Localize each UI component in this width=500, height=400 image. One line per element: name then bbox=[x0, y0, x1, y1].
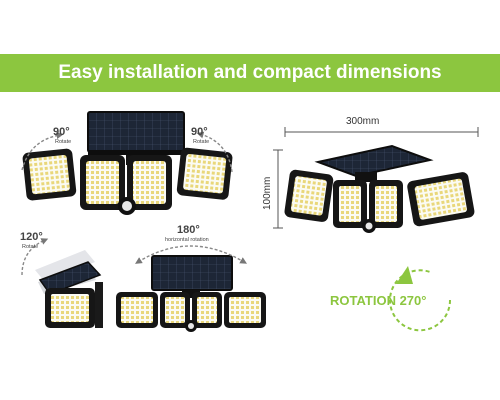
right-rotate-angle: 90° bbox=[191, 126, 208, 138]
left-rotate-angle: 90° bbox=[53, 126, 70, 138]
right-rotate-caption: Rotate bbox=[193, 139, 209, 145]
title-banner: Easy installation and compact dimensions bbox=[0, 54, 500, 92]
tilt-caption: Rotate bbox=[22, 244, 38, 250]
horizontal-angle: 180° bbox=[177, 224, 200, 236]
light-horizontal-view bbox=[116, 245, 266, 332]
left-rotate-caption: Rotate bbox=[55, 139, 71, 145]
light-front-view bbox=[21, 111, 233, 215]
height-label: 100mm bbox=[262, 177, 273, 210]
dimension-width-line bbox=[284, 127, 479, 137]
light-dimension-view bbox=[284, 144, 475, 233]
rotation-label: ROTATION 270° bbox=[330, 293, 426, 308]
dimension-height-line bbox=[273, 149, 283, 229]
width-label: 300mm bbox=[346, 116, 379, 127]
horizontal-caption: horizontal rotation bbox=[165, 237, 209, 243]
banner-title: Easy installation and compact dimensions bbox=[58, 62, 442, 83]
rotation-circle-icon bbox=[389, 266, 452, 332]
light-tilt-view bbox=[21, 238, 103, 328]
tilt-angle: 120° bbox=[20, 231, 43, 243]
